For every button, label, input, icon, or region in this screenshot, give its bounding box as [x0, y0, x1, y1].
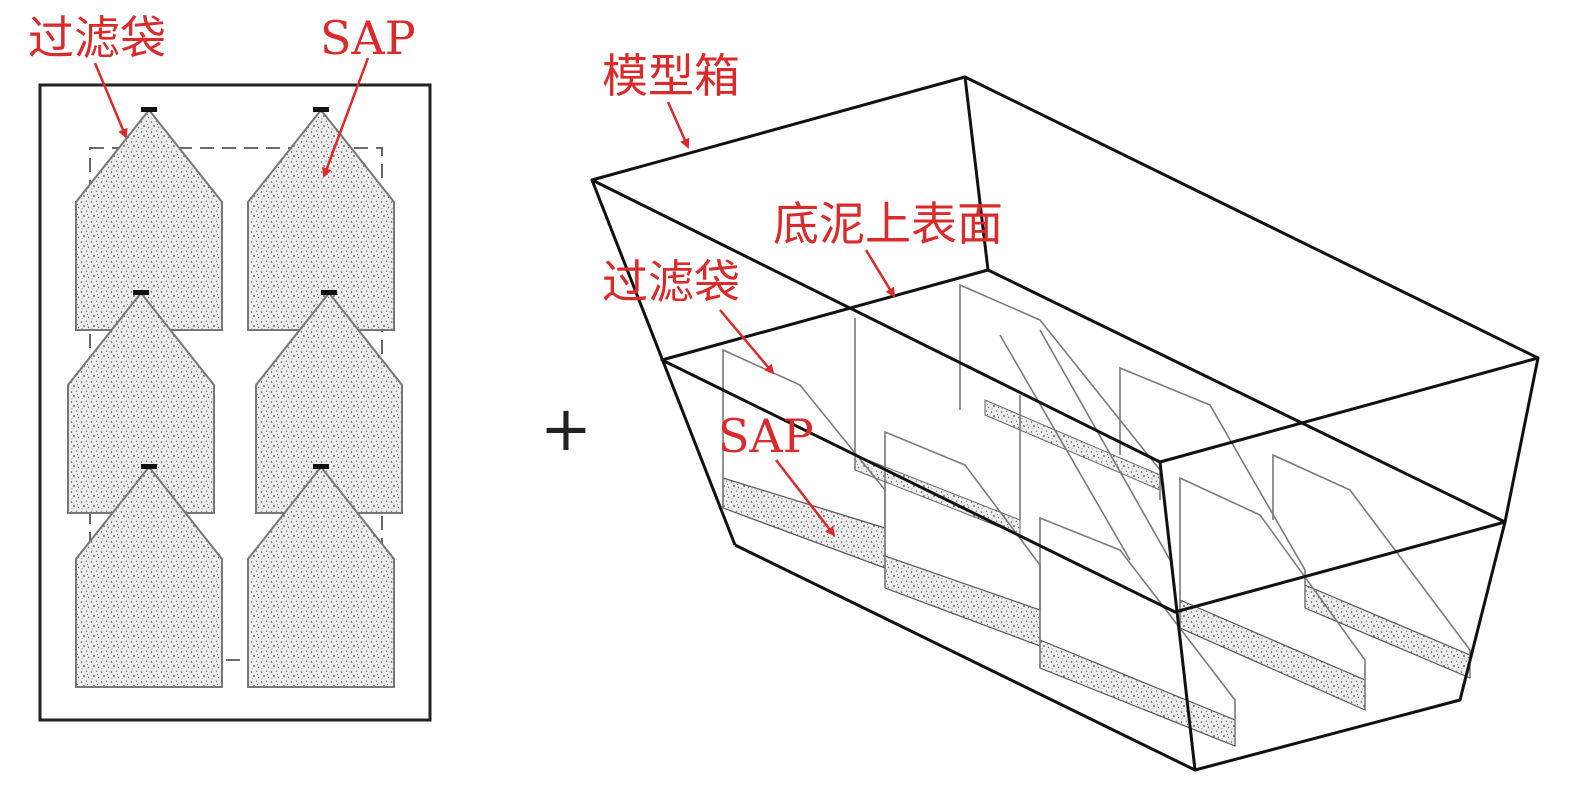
box-arrow: [666, 101, 690, 149]
sap-strip: [1304, 584, 1471, 679]
right-bag-label: 过滤袋: [602, 255, 740, 309]
plus-operator: +: [540, 392, 592, 465]
outer-frame: [38, 83, 432, 722]
sap-strip: [1039, 639, 1236, 747]
filter-bags: [67, 107, 403, 688]
sap-strip: [984, 399, 1161, 491]
sap-strip: [884, 555, 1041, 647]
bag-arrow: [93, 62, 128, 139]
left-sap-label: SAP: [320, 11, 416, 65]
left-bag-label: 过滤袋: [28, 11, 166, 65]
bag-panel: [1039, 329, 1171, 561]
model-box: [590, 75, 1540, 772]
surface-arrow: [864, 249, 896, 298]
box-edge: [590, 179, 737, 546]
filter-bag: [75, 108, 223, 331]
right-bag-arrow: [719, 309, 775, 375]
box-edge: [963, 76, 990, 271]
bag-tie: [313, 464, 329, 469]
box-edge: [1503, 357, 1540, 523]
left-top-view: 过滤袋 SAP: [28, 11, 432, 722]
sap-strip: [722, 477, 886, 569]
filter-bag: [75, 465, 223, 688]
surface-label: 底泥上表面: [773, 197, 1003, 251]
filter-bag: [247, 465, 395, 688]
bag-panel: [1272, 453, 1471, 655]
bag-panel: [959, 283, 1161, 500]
bag-panel: [999, 334, 1131, 561]
right-sap-arrow: [775, 459, 836, 537]
right-sap-label: SAP: [718, 409, 814, 463]
filter-bag: [247, 108, 395, 331]
bag-tie: [141, 107, 157, 112]
sediment-surface: [660, 268, 1507, 614]
bag-tie: [133, 290, 149, 295]
sap-arrow: [322, 57, 370, 178]
bag-panels: [722, 283, 1471, 720]
right-3d-view: 模型箱 底泥上表面 过滤袋 SAP: [590, 49, 1540, 772]
box-edge: [1158, 461, 1197, 771]
bag-panel: [1039, 516, 1236, 720]
bag-panel: [1179, 476, 1366, 680]
bag-tie: [321, 290, 337, 295]
box-bottom-edge: [734, 521, 1507, 772]
bag-tie: [141, 464, 157, 469]
box-label: 模型箱: [602, 49, 740, 103]
bag-tie: [313, 107, 329, 112]
